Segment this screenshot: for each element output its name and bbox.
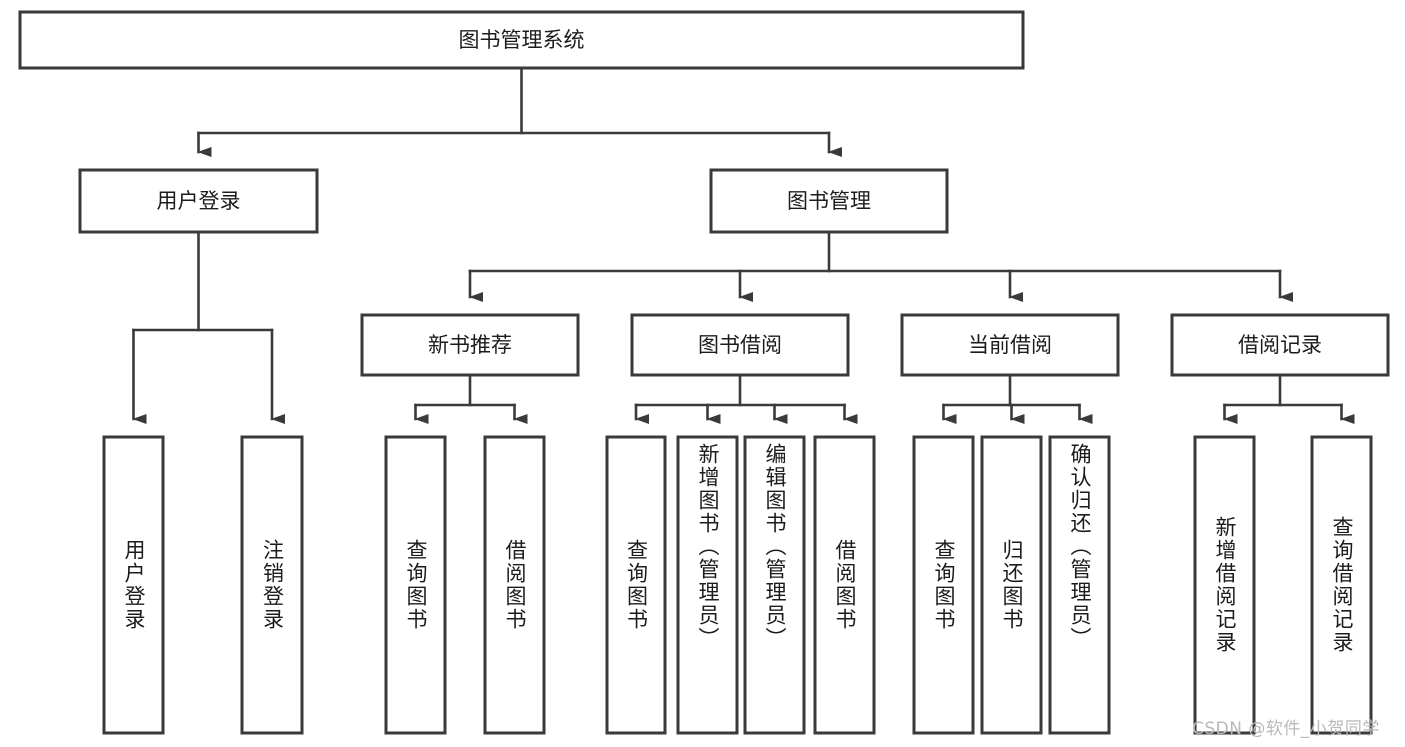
node-book-borrow-label: 图书借阅 bbox=[698, 333, 782, 357]
connector-root-to-level2 bbox=[197, 66, 842, 157]
node-book-management[interactable]: 图书管理 bbox=[709, 168, 949, 234]
leaf-box-logout[interactable] bbox=[240, 435, 304, 735]
leaf-box-query-book-current[interactable] bbox=[912, 435, 975, 735]
leaf-box-query-borrow-record[interactable] bbox=[1310, 435, 1373, 735]
node-user-login[interactable]: 用户登录 bbox=[78, 168, 319, 234]
connector-current-borrow-to-leaves bbox=[942, 373, 1093, 424]
leaf-box-query-book-borrow[interactable] bbox=[605, 435, 667, 735]
node-new-book-recommend-label: 新书推荐 bbox=[428, 333, 512, 357]
leaf-box-query-book-rec[interactable] bbox=[384, 435, 447, 735]
connector-new-book-rec-to-leaves bbox=[414, 373, 528, 424]
node-borrow-record[interactable]: 借阅记录 bbox=[1170, 313, 1390, 377]
node-root-system-label: 图书管理系统 bbox=[459, 28, 585, 52]
node-book-borrow[interactable]: 图书借阅 bbox=[630, 313, 850, 377]
leaf-box-borrow-book-rec[interactable] bbox=[483, 435, 546, 735]
node-borrow-record-label: 借阅记录 bbox=[1238, 333, 1322, 357]
connector-layer bbox=[132, 66, 1355, 424]
leaf-box-add-borrow-record[interactable] bbox=[1193, 435, 1256, 735]
leaf-box-return-book[interactable] bbox=[980, 435, 1043, 735]
leaf-box-borrow-book[interactable] bbox=[813, 435, 876, 735]
leaf-box-confirm-return[interactable] bbox=[1048, 435, 1111, 735]
connector-borrow-record-to-leaves bbox=[1223, 373, 1355, 424]
node-root-system[interactable]: 图书管理系统 bbox=[18, 10, 1025, 70]
leaf-node-layer bbox=[102, 435, 1373, 735]
node-user-login-label: 用户登录 bbox=[157, 189, 241, 213]
node-current-borrow-label: 当前借阅 bbox=[968, 333, 1052, 357]
node-new-book-recommend[interactable]: 新书推荐 bbox=[360, 313, 580, 377]
node-book-management-label: 图书管理 bbox=[787, 189, 871, 213]
leaf-box-add-book-admin[interactable] bbox=[676, 435, 739, 735]
node-current-borrow[interactable]: 当前借阅 bbox=[900, 313, 1120, 377]
leaf-box-user-login[interactable] bbox=[102, 435, 165, 735]
connector-book-borrow-to-leaves bbox=[634, 373, 858, 424]
csdn-watermark: CSDN @软件_小贺同学 bbox=[1192, 719, 1380, 739]
leaf-box-edit-book-admin[interactable] bbox=[743, 435, 806, 735]
connector-book-mgmt-to-level3 bbox=[468, 230, 1293, 302]
connector-user-login-to-leaves bbox=[132, 230, 285, 424]
